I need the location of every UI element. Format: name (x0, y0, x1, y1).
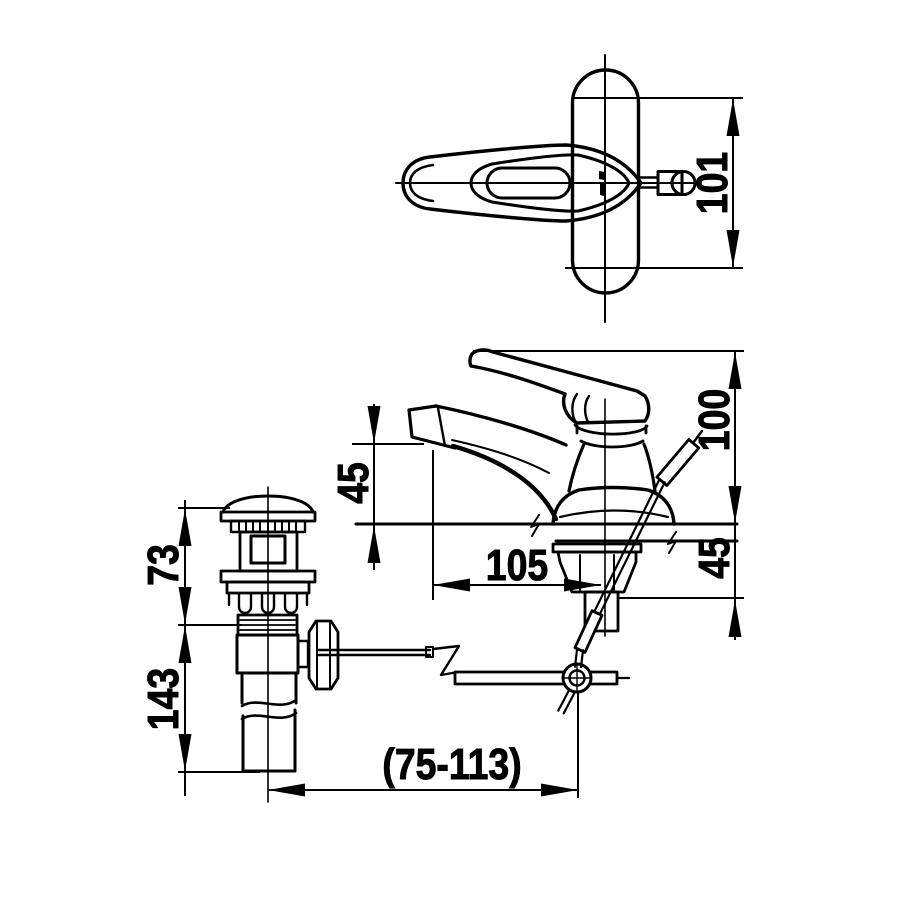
dimension-75-113: (75-113) (268, 692, 579, 798)
dim-label-73: 73 (138, 544, 188, 586)
arrowhead-down (726, 230, 740, 267)
dimension-100-and-45: 100 45 (473, 350, 744, 640)
dim-label-75-113: (75-113) (382, 739, 521, 789)
arrowhead-up (178, 626, 192, 663)
threads (239, 619, 296, 631)
spout-inner-contour (451, 439, 550, 474)
popup-linkage (316, 429, 704, 715)
arrowhead-left (433, 578, 470, 592)
dimension-101: 101 (565, 97, 743, 269)
arrowhead-right (541, 783, 578, 797)
clevis-strap (453, 670, 619, 686)
pull-rod-knob (655, 438, 701, 487)
faucet-top-view (395, 54, 699, 323)
pipe-break-symbol (240, 698, 298, 721)
lift-rod-top-view-knob-end (670, 170, 697, 196)
lever-handle-side-view (468, 348, 651, 425)
arrowhead-down (178, 587, 192, 624)
rod-end-cap (425, 646, 434, 658)
pull-rod-lower (573, 648, 585, 669)
lift-rod-top-view-rod (637, 176, 660, 189)
arrowhead-up (178, 509, 192, 546)
plug-dome (221, 494, 315, 514)
brand-mark (599, 171, 605, 196)
pull-rod-shaft (593, 478, 666, 616)
pull-rod-tip (691, 429, 704, 445)
handle-top-view-inner-outline (469, 153, 631, 213)
ball-joint-crosshair (564, 665, 590, 691)
bonnet (573, 423, 649, 449)
mounting-nut (556, 550, 638, 594)
faucet-shank (583, 590, 620, 633)
lever-hub-contours (571, 392, 591, 425)
popup-drain-view (219, 486, 340, 803)
arrowhead-up (728, 352, 742, 389)
drain-lugs (227, 591, 309, 615)
handle-top-view-outline (401, 143, 643, 223)
aerator-line (436, 406, 447, 448)
arrowhead-right (564, 578, 601, 592)
arrowhead-down (367, 406, 381, 443)
arrowhead-left (268, 783, 305, 797)
faucet-side-view (354, 348, 739, 637)
arrowhead-down (178, 734, 192, 771)
deck-break-mark (667, 531, 677, 554)
pull-rod-below-ball (557, 688, 576, 715)
dimension-45-left: 45 (328, 404, 424, 570)
faucet-base-contour (558, 509, 670, 519)
dim-label-45-right: 45 (689, 537, 739, 579)
handle-top-view-inner-cap (408, 163, 435, 203)
lift-rod-top-view-knob (656, 170, 684, 196)
arrowhead-up (726, 99, 740, 136)
arrowhead-up (367, 526, 381, 563)
pivot-nut-facets (316, 622, 331, 688)
pivot-nut (307, 619, 340, 691)
pull-rod-sleeve (573, 609, 604, 654)
handle-top-view-grip-oval (485, 166, 572, 200)
arrowhead-down (728, 486, 742, 523)
spout-top-edge (434, 404, 568, 447)
dim-label-105: 105 (486, 540, 548, 590)
spout-tip (407, 404, 457, 450)
dim-label-143: 143 (138, 668, 188, 730)
dim-label-100: 100 (689, 389, 739, 451)
dimension-105: 105 (432, 450, 601, 600)
faucet-base (551, 485, 676, 526)
tailpipe-upper (240, 671, 298, 705)
spout-bottom-edge (450, 443, 559, 522)
arrowhead-up (728, 600, 742, 637)
dimension-73-and-143: 73 143 (138, 500, 260, 796)
plug-window (249, 534, 287, 565)
rod-break-symbol (431, 644, 461, 677)
dim-label-101: 101 (687, 152, 737, 214)
plug-slots (238, 521, 297, 532)
deck-break-mark (530, 514, 540, 537)
dim-label-45-left: 45 (328, 462, 378, 504)
seat-flange-lower (225, 580, 311, 595)
